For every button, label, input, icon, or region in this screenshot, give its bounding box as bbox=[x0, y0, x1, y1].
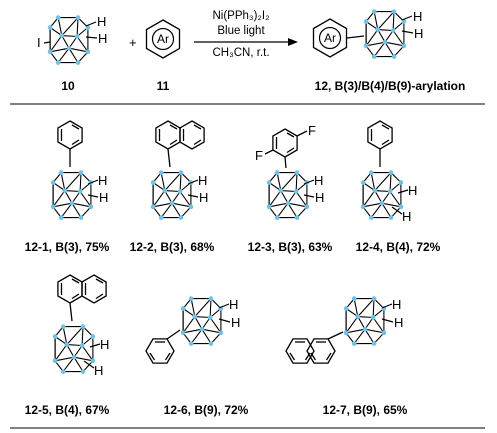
product-12-2-structure: H H bbox=[150, 120, 208, 221]
h-atom: H bbox=[408, 183, 417, 198]
h-atom: H bbox=[394, 315, 403, 330]
compound-10-label: 10 bbox=[61, 79, 75, 93]
product-12-1-structure: H H bbox=[50, 120, 108, 221]
condition-solvent: CH₃CN, r.t. bbox=[212, 47, 269, 59]
fluorine-atom-b: F bbox=[255, 148, 263, 163]
product-12-4-label: 12-4, B(4), 72% bbox=[356, 240, 441, 254]
product-12-4-structure: H H bbox=[360, 120, 417, 224]
product-12-6-label: 12-6, B(9), 72% bbox=[164, 403, 249, 417]
h-atom: H bbox=[199, 190, 208, 205]
plus-sign: + bbox=[129, 35, 137, 50]
product-12-aryl-group bbox=[312, 18, 348, 58]
h-atom-12a: H bbox=[413, 9, 422, 24]
fluorine-atom-a: F bbox=[308, 123, 316, 138]
h-atom: H bbox=[392, 297, 401, 312]
product-12-3-label: 12-3, B(3), 63% bbox=[248, 240, 333, 254]
product-12-1-label: 12-1, B(3), 75% bbox=[25, 240, 110, 254]
product-12-6-structure: H H bbox=[145, 295, 240, 364]
aryl-label-reactant: Ar bbox=[157, 32, 169, 46]
condition-catalyst: Ni(PPh₃)₂I₂ bbox=[212, 10, 269, 22]
product-12-3-structure: F F H H bbox=[255, 123, 324, 221]
h-atom-12b: H bbox=[414, 26, 423, 41]
h-atom: H bbox=[402, 209, 411, 224]
product-12-5-label: 12-5, B(4), 67% bbox=[25, 403, 110, 417]
compound-11-label: 11 bbox=[157, 79, 170, 93]
product-12-7-structure: H H bbox=[285, 295, 403, 364]
product-12-label: 12, B(3)/B(4)/B(9)-arylation bbox=[315, 79, 466, 93]
condition-light: Blue light bbox=[217, 25, 265, 37]
compound-11-structure bbox=[145, 19, 181, 59]
product-12-cage bbox=[363, 8, 407, 60]
h-atom: H bbox=[94, 363, 103, 378]
h-atom-10a: H bbox=[97, 14, 106, 29]
h-atom: H bbox=[99, 190, 108, 205]
h-atom: H bbox=[100, 337, 109, 352]
product-12-2-label: 12-2, B(3), 68% bbox=[130, 240, 215, 254]
product-12-7-label: 12-7, B(9), 65% bbox=[323, 403, 408, 417]
h-atom: H bbox=[315, 190, 324, 205]
h-atom-10b: H bbox=[98, 31, 107, 46]
compound-10-structure bbox=[47, 14, 91, 66]
h-atom: H bbox=[314, 173, 323, 188]
h-atom: H bbox=[198, 173, 207, 188]
iodine-atom: I bbox=[37, 35, 41, 50]
h-atom: H bbox=[98, 173, 107, 188]
h-atom: H bbox=[229, 297, 238, 312]
h-atom: H bbox=[231, 315, 240, 330]
product-12-5-structure: H H bbox=[52, 274, 109, 378]
aryl-label-product: Ar bbox=[324, 31, 336, 45]
